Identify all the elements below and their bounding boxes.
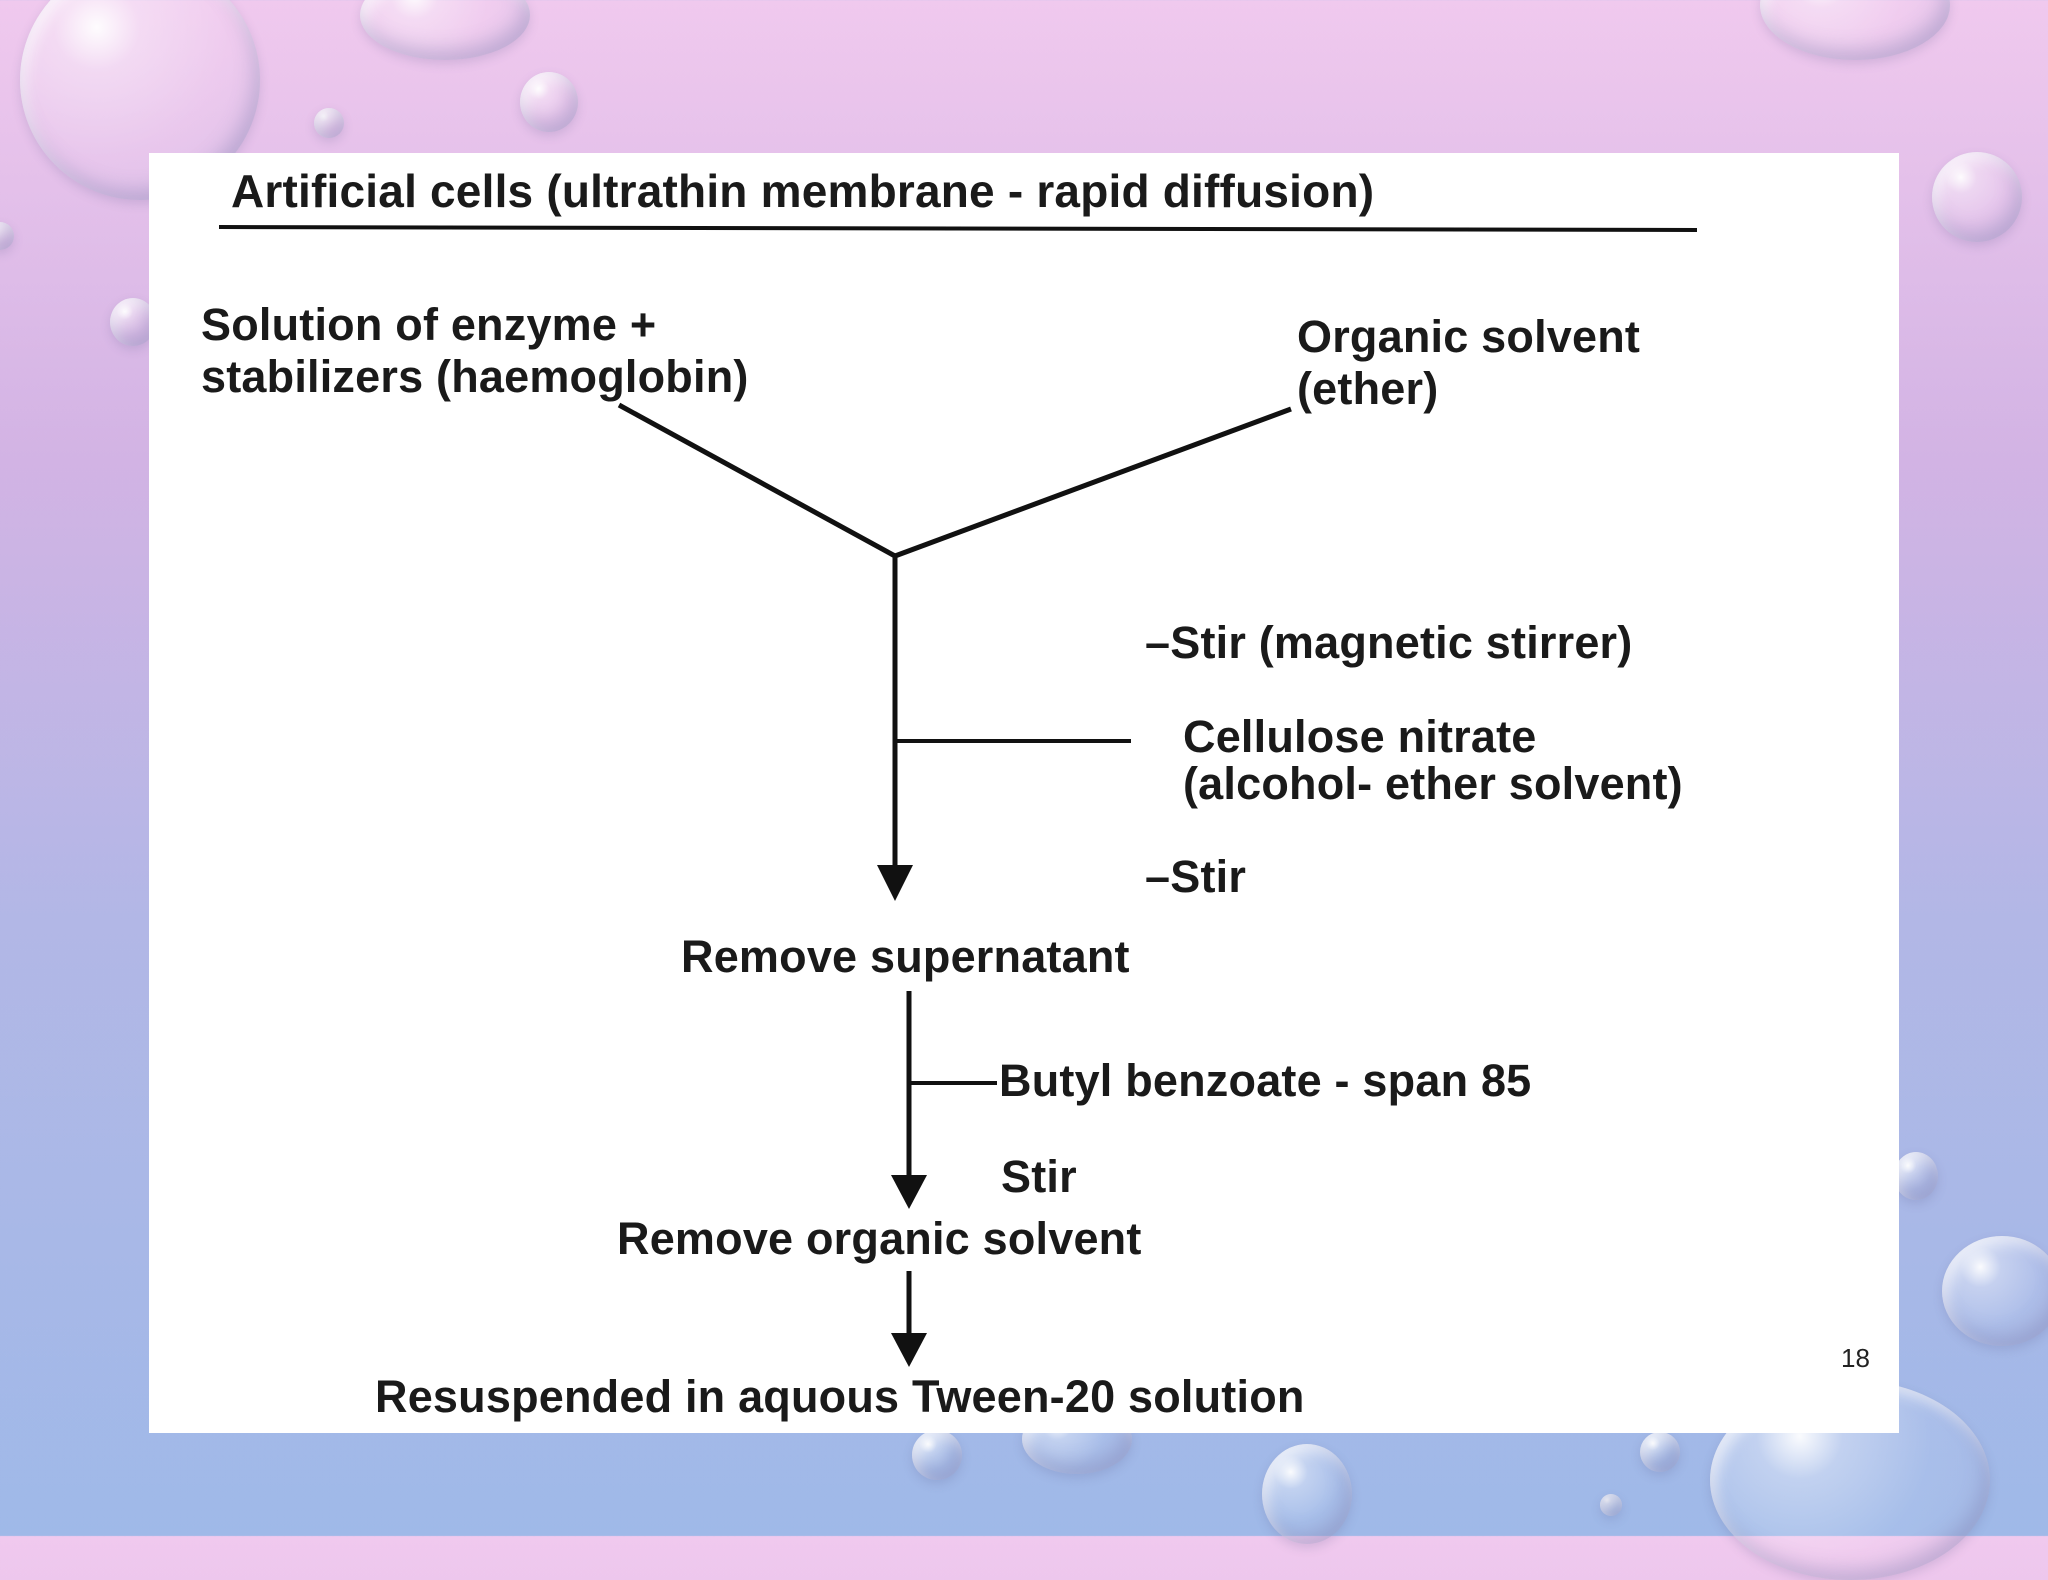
step-stir-magnetic: –Stir (magnetic stirrer) bbox=[1145, 617, 1633, 668]
step-cellulose-line1: Cellulose nitrate bbox=[1183, 711, 1537, 762]
decorative-bubble bbox=[1932, 152, 2022, 242]
decorative-bubble bbox=[1760, 0, 1950, 60]
decorative-bubble bbox=[0, 222, 14, 250]
decorative-bubble bbox=[912, 1430, 962, 1480]
input-enzyme-line1: Solution of enzyme + bbox=[201, 299, 657, 350]
right-branch-line bbox=[894, 406, 1292, 559]
decorative-bubble bbox=[360, 0, 530, 60]
arrow-head-supernatant bbox=[877, 865, 913, 901]
arrow-head-remove-solvent bbox=[891, 1175, 927, 1209]
decorative-bubble bbox=[110, 298, 156, 346]
input-solvent-line2: (ether) bbox=[1297, 363, 1439, 414]
decorative-bubble bbox=[1894, 1152, 1938, 1200]
diagram-title: Artificial cells (ultrathin membrane - r… bbox=[231, 165, 1375, 217]
decorative-bubble bbox=[314, 108, 344, 138]
title-underline bbox=[218, 225, 1698, 232]
decorative-bubble bbox=[1942, 1236, 2048, 1346]
step-resuspend: Resuspended in aquous Tween-20 solution bbox=[375, 1371, 1305, 1422]
step-stir-3: Stir bbox=[1001, 1151, 1077, 1202]
decorative-bubble bbox=[520, 72, 578, 132]
step-stir-2: –Stir bbox=[1145, 851, 1247, 902]
arrow-head-resuspend bbox=[891, 1333, 927, 1367]
step-remove-supernatant: Remove supernatant bbox=[681, 931, 1130, 982]
step-remove-organic-solvent: Remove organic solvent bbox=[617, 1213, 1142, 1264]
input-enzyme-line2: stabilizers (haemoglobin) bbox=[201, 351, 749, 402]
decorative-bubble bbox=[1262, 1444, 1352, 1544]
diagram-slide: Artificial cells (ultrathin membrane - r… bbox=[149, 153, 1899, 1433]
input-solvent-line1: Organic solvent bbox=[1297, 311, 1641, 362]
flow-connectors bbox=[218, 225, 1698, 1367]
step-cellulose-line2: (alcohol- ether solvent) bbox=[1183, 758, 1683, 809]
page-number: 18 bbox=[1841, 1343, 1870, 1373]
decorative-bubble bbox=[1600, 1494, 1622, 1516]
left-branch-line bbox=[617, 402, 897, 559]
decorative-bubble bbox=[1640, 1432, 1680, 1472]
step-butyl-benzoate: Butyl benzoate - span 85 bbox=[999, 1055, 1532, 1106]
